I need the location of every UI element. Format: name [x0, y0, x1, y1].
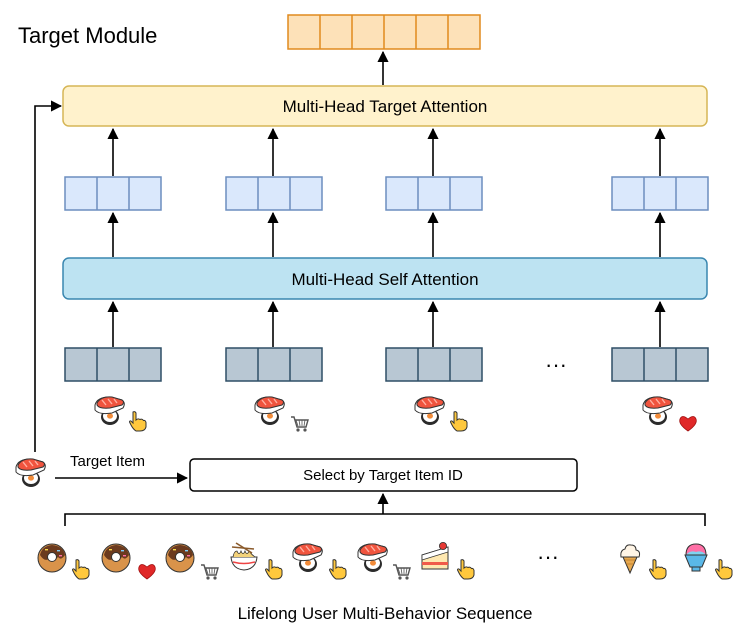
selected-behavior-4 — [642, 396, 697, 432]
sequence-behavior-8 — [620, 544, 667, 580]
input-vector — [611, 347, 709, 382]
heart-icon — [138, 564, 156, 580]
selected-behavior-3 — [414, 396, 468, 432]
sequence-behavior-2 — [101, 543, 156, 580]
donut-icon — [37, 543, 67, 573]
cake-icon — [421, 541, 449, 570]
sushi-icon — [94, 396, 125, 426]
output-vector — [287, 14, 481, 50]
cart-icon — [392, 564, 411, 581]
selected-behavior-2 — [254, 396, 309, 433]
donut-icon — [101, 543, 131, 573]
selected-behavior-1 — [94, 396, 147, 432]
sushi-icon — [357, 543, 388, 573]
click-icon — [72, 559, 90, 580]
sequence-bracket — [64, 513, 706, 526]
click-icon — [450, 411, 468, 432]
input-vector — [64, 347, 162, 382]
sequence-behavior-6 — [357, 543, 411, 581]
click-icon — [649, 559, 667, 580]
click-icon — [329, 559, 347, 580]
click-icon — [715, 559, 733, 580]
attended-vector — [611, 176, 709, 211]
sequence-behavior-7 — [421, 541, 475, 580]
click-icon — [457, 559, 475, 580]
sequence-behavior-4 — [230, 542, 283, 580]
sushi-icon — [414, 396, 445, 426]
select-box — [189, 458, 578, 492]
self-attention-box — [62, 257, 708, 300]
noodles-icon — [230, 542, 258, 571]
target-attention-label: Multi-Head Target Attention — [283, 97, 488, 116]
diagram-title: Target Module — [18, 23, 157, 48]
sequence-behavior-9 — [684, 543, 733, 580]
sushi-icon — [292, 543, 323, 573]
shaved-ice-icon — [684, 543, 708, 572]
ellipsis-sequence: ··· — [537, 544, 559, 569]
ellipsis-middle: ··· — [545, 352, 567, 377]
input-vector — [225, 347, 323, 382]
attended-vector — [225, 176, 323, 211]
self-attention-label: Multi-Head Self Attention — [291, 270, 478, 289]
cart-icon — [290, 416, 309, 433]
sequence-behavior-5 — [292, 543, 347, 580]
attended-vector — [385, 176, 483, 211]
click-icon — [265, 559, 283, 580]
input-vector — [385, 347, 483, 382]
click-icon — [129, 411, 147, 432]
ice-cream-icon — [620, 544, 641, 574]
target-item-sushi-icon — [15, 458, 46, 488]
attended-vector — [64, 176, 162, 211]
target-attention-box — [62, 85, 708, 127]
target-item-label: Target Item — [70, 453, 145, 470]
sequence-behavior-1 — [37, 543, 90, 580]
sushi-icon — [254, 396, 285, 426]
sequence-behavior-3 — [165, 543, 219, 581]
donut-icon — [165, 543, 195, 573]
select-label: Select by Target Item ID — [303, 467, 463, 484]
target-item-to-attention-arrow — [34, 100, 63, 452]
cart-icon — [200, 564, 219, 581]
sushi-icon — [642, 396, 673, 426]
sequence-label: Lifelong User Multi-Behavior Sequence — [238, 604, 533, 623]
heart-icon — [679, 416, 697, 432]
